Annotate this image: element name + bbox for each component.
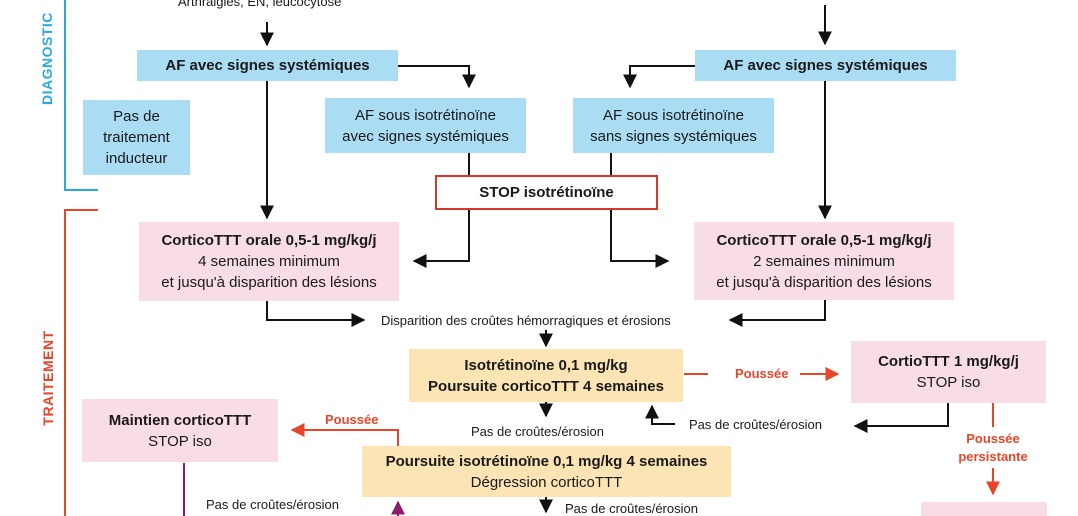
top-note: Arthralgies, EN, leucocytose [178, 0, 342, 9]
af-iso-sans-line-2: sans signes systémiques [590, 127, 757, 145]
pas-traitement-line-3: inducteur [105, 150, 168, 167]
cortico-left-line-2: 4 semaines minimum [198, 253, 340, 270]
cortico-left-line-3: et jusqu'à disparition des lésions [161, 274, 377, 291]
af-left-text: AF avec signes systémiques [165, 57, 370, 74]
cortico-right-line-3: et jusqu'à disparition des lésions [716, 273, 932, 291]
cortico-left-box: CorticoTTT orale 0,5-1 mg/kg/j 4 semaine… [139, 222, 399, 301]
cortico-right-line-1: CorticoTTT orale 0,5-1 mg/kg/j [716, 231, 932, 249]
maintien-box: Maintien corticoTTT STOP iso [82, 399, 278, 462]
af-iso-sans-line-1: AF sous isotrétinoïne [603, 106, 744, 124]
stop-iso-box: STOP isotrétinoïne [435, 175, 658, 210]
cortico-right-box: CorticoTTT orale 0,5-1 mg/kg/j 2 semaine… [694, 222, 954, 300]
poussee-persistante-label: Poussée persistante [928, 430, 1058, 466]
disparition-label: Disparition des croûtes hémorragiques et… [381, 313, 671, 328]
stop-iso-text: STOP isotrétinoïne [479, 184, 614, 201]
pas-traitement-line-1: Pas de [113, 108, 160, 125]
pas-croutes-label-4: Pas de croûtes/érosion [565, 501, 698, 516]
iso-01-line-2: Poursuite corticoTTT 4 semaines [428, 377, 664, 395]
maintien-line-1: Maintien corticoTTT [108, 411, 252, 429]
af-iso-sans-box: AF sous isotrétinoïne sans signes systém… [573, 98, 774, 153]
pas-traitement-line-2: traitement [103, 129, 170, 146]
diagnostic-section-label: DIAGNOSTIC [39, 12, 55, 105]
af-iso-avec-box: AF sous isotrétinoïne avec signes systém… [325, 98, 526, 153]
poursuite-iso-box: Poursuite isotrétinoïne 0,1 mg/kg 4 sema… [362, 446, 731, 497]
af-left-box: AF avec signes systémiques [137, 50, 398, 81]
cortico-left-line-1: CorticoTTT orale 0,5-1 mg/kg/j [161, 232, 377, 249]
cortio-1-box: CortioTTT 1 mg/kg/j STOP iso [851, 341, 1046, 403]
partial-bottom-right-box [921, 502, 1047, 516]
af-iso-avec-line-2: avec signes systémiques [342, 127, 509, 145]
poussee-persistante-line-2: persistante [958, 449, 1028, 464]
cortico-right-line-2: 2 semaines minimum [753, 252, 895, 270]
pas-croutes-label-3: Pas de croûtes/érosion [206, 497, 339, 512]
pas-croutes-label-1: Pas de croûtes/érosion [471, 424, 604, 439]
iso-01-line-1: Isotrétinoïne 0,1 mg/kg [464, 356, 628, 374]
poussee-label-2: Poussée [325, 412, 379, 427]
pas-croutes-label-2: Pas de croûtes/érosion [689, 417, 822, 432]
af-right-text: AF avec signes systémiques [723, 57, 928, 74]
af-right-box: AF avec signes systémiques [695, 50, 956, 81]
af-iso-avec-line-1: AF sous isotrétinoïne [355, 106, 496, 124]
poussee-label-1: Poussée [735, 366, 789, 381]
diagnostic-bracket [64, 0, 98, 191]
poursuite-iso-line-2: Dégression corticoTTT [470, 473, 623, 491]
poussee-persistante-line-1: Poussée [966, 431, 1020, 446]
cortio-1-line-2: STOP iso [916, 374, 981, 391]
poursuite-iso-line-1: Poursuite isotrétinoïne 0,1 mg/kg 4 sema… [385, 452, 708, 470]
traitement-section-label: TRAITEMENT [40, 330, 56, 426]
pas-traitement-box: Pas de traitement inducteur [83, 100, 190, 175]
iso-01-box: Isotrétinoïne 0,1 mg/kg Poursuite cortic… [409, 349, 683, 402]
traitement-bracket [64, 209, 98, 516]
maintien-line-2: STOP iso [148, 432, 212, 450]
cortio-1-line-1: CortioTTT 1 mg/kg/j [878, 353, 1019, 370]
